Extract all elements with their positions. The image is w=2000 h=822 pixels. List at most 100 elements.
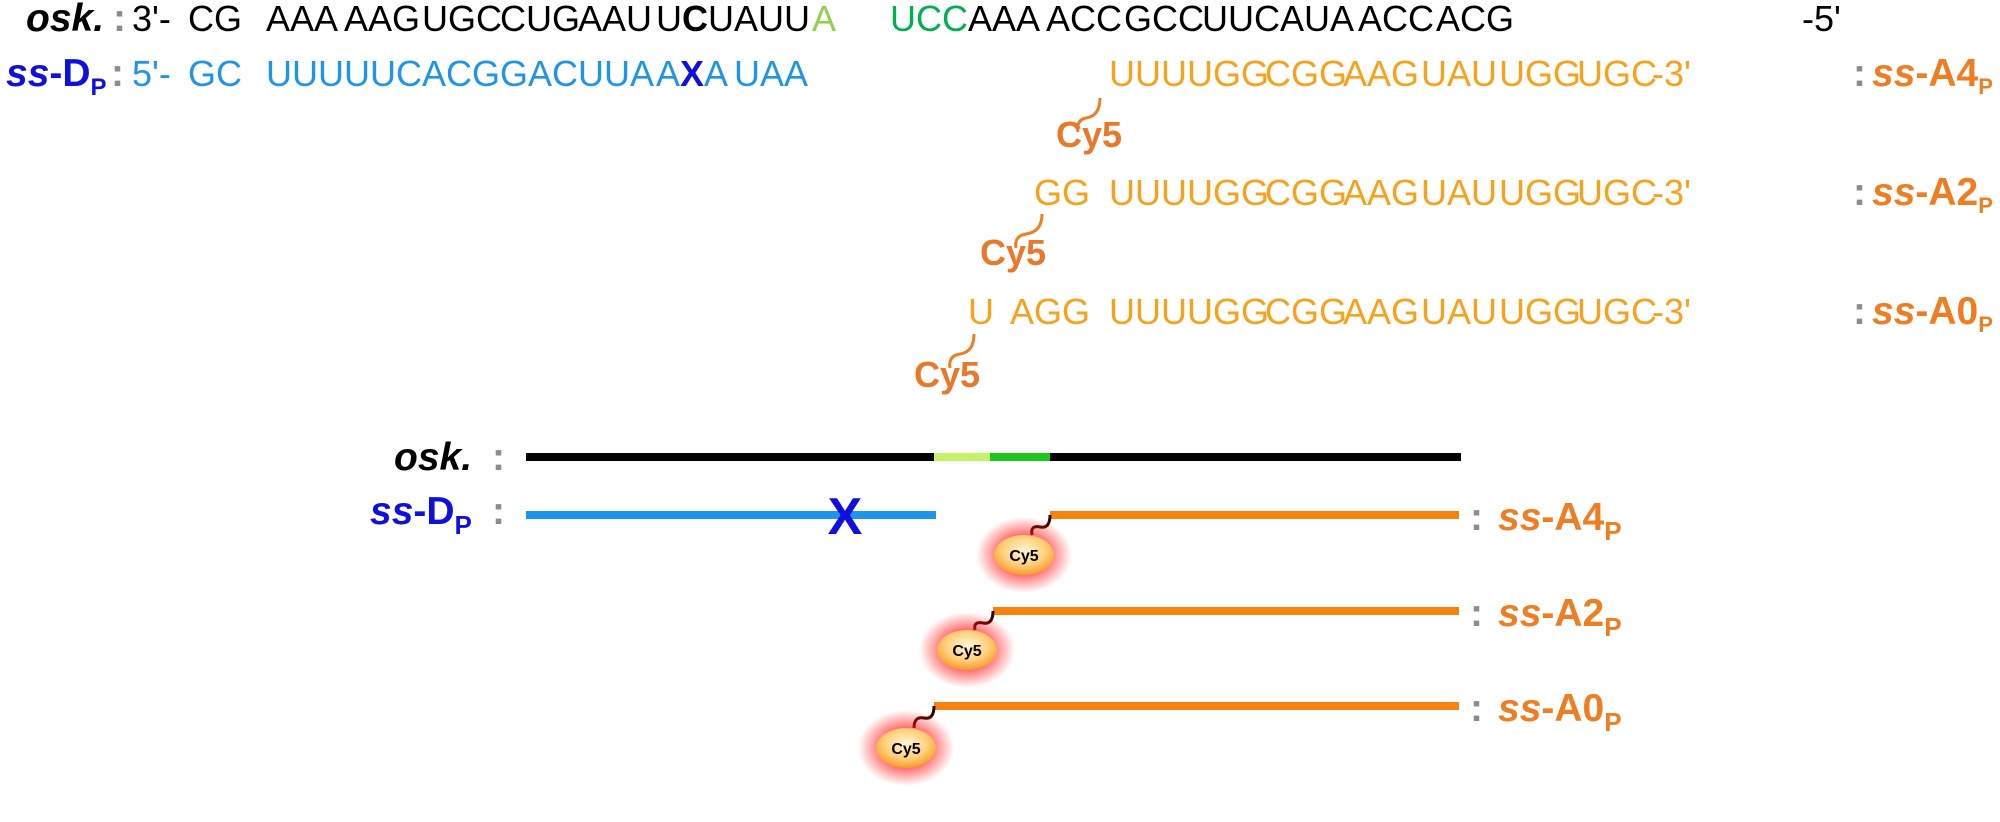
ssd-codon: UUC — [344, 53, 422, 94]
schematic-probe: Cy5: ss-A4P — [976, 496, 1622, 593]
ssd-codon: UUU — [266, 53, 344, 94]
osk-codon: AAA — [266, 0, 338, 39]
osk-codon: ACC — [1046, 0, 1122, 39]
dye-linker — [1076, 97, 1102, 133]
osk-codon: AAG — [344, 0, 420, 39]
probe-codon: UGG — [1499, 172, 1581, 213]
osk-codon: UCU — [656, 0, 734, 39]
probe-codon: UGC — [1577, 53, 1657, 94]
ssd-codon: UAA — [734, 53, 808, 94]
schematic-ssd-label: ss-DP — [370, 490, 472, 540]
probe-codon: UGC — [1577, 172, 1657, 213]
probe-codon: UUU — [1109, 53, 1187, 94]
dye-linker — [948, 333, 976, 369]
probe-codon: UGC — [1577, 291, 1657, 332]
schematic-osk-colon: : — [492, 436, 505, 479]
probe-codon: U — [968, 291, 994, 332]
schematic-probe-colon: : — [1470, 592, 1483, 635]
schematic-probe-colon: : — [1470, 496, 1483, 539]
osk-codon: CUG — [500, 0, 580, 39]
probe-codon: UGG — [1187, 53, 1269, 94]
osk-codon: A — [812, 0, 836, 39]
schematic-probe: Cy5: ss-A0P — [858, 687, 1622, 786]
cy5-bead — [994, 535, 1054, 575]
osk-codon: AUA — [1280, 0, 1354, 39]
probe-suffix: -3' — [1652, 172, 1691, 213]
probe-codon: UGG — [1499, 53, 1581, 94]
osk-label: osk. — [26, 0, 104, 40]
ssd-codon: GC — [188, 53, 242, 94]
schematic-probe: Cy5: ss-A2P — [919, 592, 1622, 688]
schematic-probe-label: ss-A2P — [1498, 592, 1622, 642]
ssd-codon: UUA — [578, 53, 654, 94]
cy5-bead — [876, 728, 936, 768]
osk-codon: ACG — [1436, 0, 1514, 39]
osk-codon: AUU — [734, 0, 810, 39]
mismatch-x-marker: X — [828, 488, 863, 546]
osk-colon: : — [113, 0, 126, 40]
schematic-probe-strands: Cy5: ss-A4P Cy5: ss-A2P Cy5: ss-A0P — [858, 496, 1622, 786]
probe-colon: : — [1853, 171, 1866, 214]
schematic-probe-label: ss-A4P — [1498, 496, 1622, 546]
schematic-probe-label: ss-A0P — [1498, 687, 1622, 737]
osk-suffix: -5' — [1802, 0, 1841, 39]
schematic-ssd-colon: : — [492, 490, 505, 533]
schematic-osk-label: osk. — [394, 436, 472, 479]
dye-linker — [1014, 213, 1044, 249]
ssd-colon: : — [111, 52, 124, 95]
probe-codon: UGG — [1187, 172, 1269, 213]
probe-codon: CGG — [1265, 53, 1347, 94]
osk-codon: UGC — [422, 0, 502, 39]
probe-label: ss-A0P — [1872, 290, 1993, 337]
probe-label: ss-A2P — [1872, 171, 1993, 218]
probe-colon: : — [1853, 290, 1866, 333]
probe-codon: AGG — [1010, 291, 1090, 332]
probe-label: ss-A4P — [1872, 52, 1993, 99]
osk-codon: CG — [188, 0, 242, 39]
cy5-bead — [937, 630, 997, 670]
ssd-prefix: 5'- — [132, 53, 171, 94]
osk-codon: ACC — [1358, 0, 1434, 39]
cy5-label: Cy5 — [1056, 114, 1122, 155]
probe-codon: UGG — [1187, 291, 1269, 332]
osk-codon: AAA — [968, 0, 1040, 39]
probe-codon: CGG — [1265, 291, 1347, 332]
ssd-codon: ACG — [422, 53, 500, 94]
probe-codon: UUU — [1109, 172, 1187, 213]
osk-codon: UCC — [890, 0, 968, 39]
ssd-codon: GAC — [500, 53, 578, 94]
ssd-codon: AXA — [656, 53, 728, 94]
probe-codon: UGG — [1499, 291, 1581, 332]
probe-codon: AAG — [1343, 53, 1419, 94]
probe-codon: AAG — [1343, 291, 1419, 332]
probe-colon: : — [1853, 52, 1866, 95]
probe-codon: UUU — [1109, 291, 1187, 332]
cy5-label: Cy5 — [914, 354, 980, 395]
probe-codon: UAU — [1421, 53, 1497, 94]
probe-suffix: -3' — [1652, 291, 1691, 332]
probe-codon: AAG — [1343, 172, 1419, 213]
osk-codon: AAU — [578, 0, 652, 39]
schematic-probe-colon: : — [1470, 687, 1483, 730]
probe-codon: GG — [1034, 172, 1090, 213]
probe-codon: CGG — [1265, 172, 1347, 213]
probe-codon: UAU — [1421, 291, 1497, 332]
osk-codon: UUC — [1202, 0, 1280, 39]
cy5-label: Cy5 — [980, 232, 1046, 273]
osk-codon: GCC — [1124, 0, 1204, 39]
cy5-bead-label: Cy5 — [952, 643, 981, 660]
cy5-bead-label: Cy5 — [1009, 548, 1038, 565]
schematic: osk. : ss-DP : X Cy5:ss-A4PCy5:ss-A2PCy5… — [370, 436, 1622, 786]
ssd-label: ss-DP — [6, 52, 107, 101]
probe-codon: UAU — [1421, 172, 1497, 213]
cy5-bead-label: Cy5 — [891, 741, 920, 758]
